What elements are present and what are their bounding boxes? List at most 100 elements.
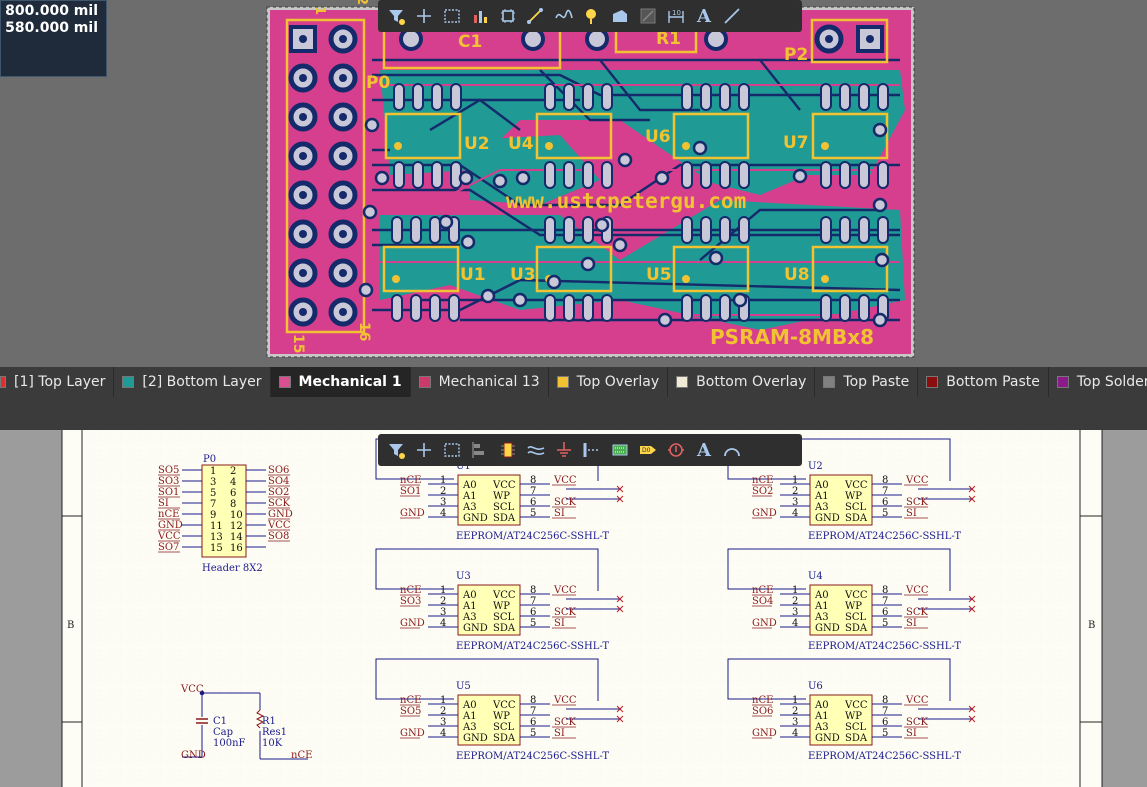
via <box>872 197 888 213</box>
pcb-view[interactable]: C1 R1 P0 P2 U2 U4 U6 U7 U1 U3 U5 U8 www.… <box>0 0 1147 367</box>
p0-pin-number: 14 <box>230 532 243 543</box>
filter-icon[interactable] <box>382 2 410 30</box>
text-icon[interactable]: A <box>690 2 718 30</box>
chip-pin-number: 5 <box>530 508 536 519</box>
component-icon[interactable] <box>494 2 522 30</box>
layer-tabs[interactable]: [1] Top Layer [2] Bottom Layer Mechanical … <box>0 367 1147 397</box>
chip-pad <box>681 294 693 322</box>
layer-tab-label: Mechanical 1 <box>298 374 402 390</box>
layer-tab[interactable]: Mechanical 1 <box>270 367 411 397</box>
chip-part-name: EEPROM/AT24C256C-SSHL-T <box>808 751 961 762</box>
layer-tab[interactable]: Top Solder <box>1049 367 1147 397</box>
bus-icon[interactable] <box>578 436 606 464</box>
layer-tab[interactable]: [2] Bottom Layer <box>114 367 271 397</box>
select-rect-icon[interactable] <box>438 436 466 464</box>
ground-icon[interactable] <box>550 436 578 464</box>
coordinate-readout: 800.000 mil 580.000 mil <box>0 0 107 77</box>
chip-net-label: VCC <box>553 475 577 486</box>
filter-icon[interactable] <box>382 436 410 464</box>
align-icon[interactable] <box>466 436 494 464</box>
layer-tab[interactable]: Top Overlay <box>549 367 669 397</box>
layer-tab-label: [1] Top Layer <box>14 374 106 390</box>
diff-pair-icon[interactable] <box>550 2 578 30</box>
chip-designator: U1 <box>456 461 471 472</box>
chip-pin-number: 6 <box>882 497 888 508</box>
r1-designator: R1 <box>656 29 681 49</box>
part-icon[interactable] <box>494 436 522 464</box>
chip-pad <box>719 83 731 111</box>
cap-designator: C1 <box>213 716 227 727</box>
pcb-board[interactable]: C1 R1 P0 P2 U2 U4 U6 U7 U1 U3 U5 U8 www.… <box>0 0 1147 367</box>
keepout-icon[interactable] <box>634 2 662 30</box>
chip-net-label: SCK <box>906 717 929 728</box>
cross-icon[interactable] <box>410 2 438 30</box>
chip-pin-name: A3 <box>462 612 477 623</box>
chip-pad <box>391 216 403 244</box>
p0-net-label: SI <box>158 498 169 509</box>
chip-pin-number: 1 <box>792 475 798 486</box>
chip-pin-number: 3 <box>792 717 798 728</box>
chart-icon[interactable] <box>466 2 494 30</box>
port-icon[interactable]: D0 <box>634 436 662 464</box>
select-rect-icon[interactable] <box>438 2 466 30</box>
chip-net-label: SI <box>906 728 917 739</box>
chip-pin-number: 7 <box>530 596 536 607</box>
chip-pin-name: VCC <box>844 480 868 491</box>
harness-icon[interactable] <box>606 436 634 464</box>
sheet-border <box>61 430 1103 787</box>
chip-pad <box>738 216 750 244</box>
chip-pad <box>450 83 462 111</box>
via <box>708 250 724 266</box>
via <box>358 282 374 298</box>
layer-tab[interactable]: Mechanical 13 <box>411 367 549 397</box>
layer-tab[interactable]: Bottom Paste <box>918 367 1049 397</box>
via-icon[interactable] <box>578 2 606 30</box>
chip-pad <box>681 83 693 111</box>
res-designator: R1 <box>262 716 276 727</box>
trace <box>699 208 880 261</box>
text-icon[interactable]: A <box>690 436 718 464</box>
via <box>872 122 888 138</box>
dimension-icon[interactable]: 10 <box>662 2 690 30</box>
schematic-active-bar[interactable]: D0 A <box>378 434 802 466</box>
cap-vcc-net: VCC <box>180 684 204 695</box>
chip-pad <box>839 216 851 244</box>
p0-pin-hole <box>339 35 347 43</box>
chip-part-name: EEPROM/AT24C256C-SSHL-T <box>808 641 961 652</box>
p2-outline <box>810 18 889 64</box>
line-icon[interactable] <box>718 2 746 30</box>
chip-part-name: EEPROM/AT24C256C-SSHL-T <box>456 531 609 542</box>
chip-pad <box>820 83 832 111</box>
chip-net-label: VCC <box>905 585 929 596</box>
directive-icon[interactable] <box>662 436 690 464</box>
layer-tab[interactable]: Bottom Overlay <box>668 367 816 397</box>
chip-pin-name: VCC <box>492 590 516 601</box>
u7-designator: U7 <box>783 133 809 153</box>
fill-icon[interactable] <box>606 2 634 30</box>
wire-icon[interactable] <box>522 436 550 464</box>
arc-icon[interactable] <box>718 436 746 464</box>
chip-pad <box>448 294 460 322</box>
layer-tab[interactable]: [1] Top Layer <box>0 367 115 397</box>
p0-pin-hole <box>299 152 307 160</box>
layer-tab[interactable]: Top Paste <box>815 367 919 397</box>
route-icon[interactable] <box>522 2 550 30</box>
via <box>362 204 378 220</box>
board-name-silkscreen: PSRAM-8MBx8 <box>710 325 874 349</box>
chip-pin-name: A3 <box>814 722 829 733</box>
cross-icon[interactable] <box>410 436 438 464</box>
chip-pin1-dot <box>682 275 690 283</box>
chip-net-label: SCK <box>906 497 929 508</box>
chip-pin-name: GND <box>815 733 840 744</box>
cap-res-group[interactable] <box>182 690 308 760</box>
